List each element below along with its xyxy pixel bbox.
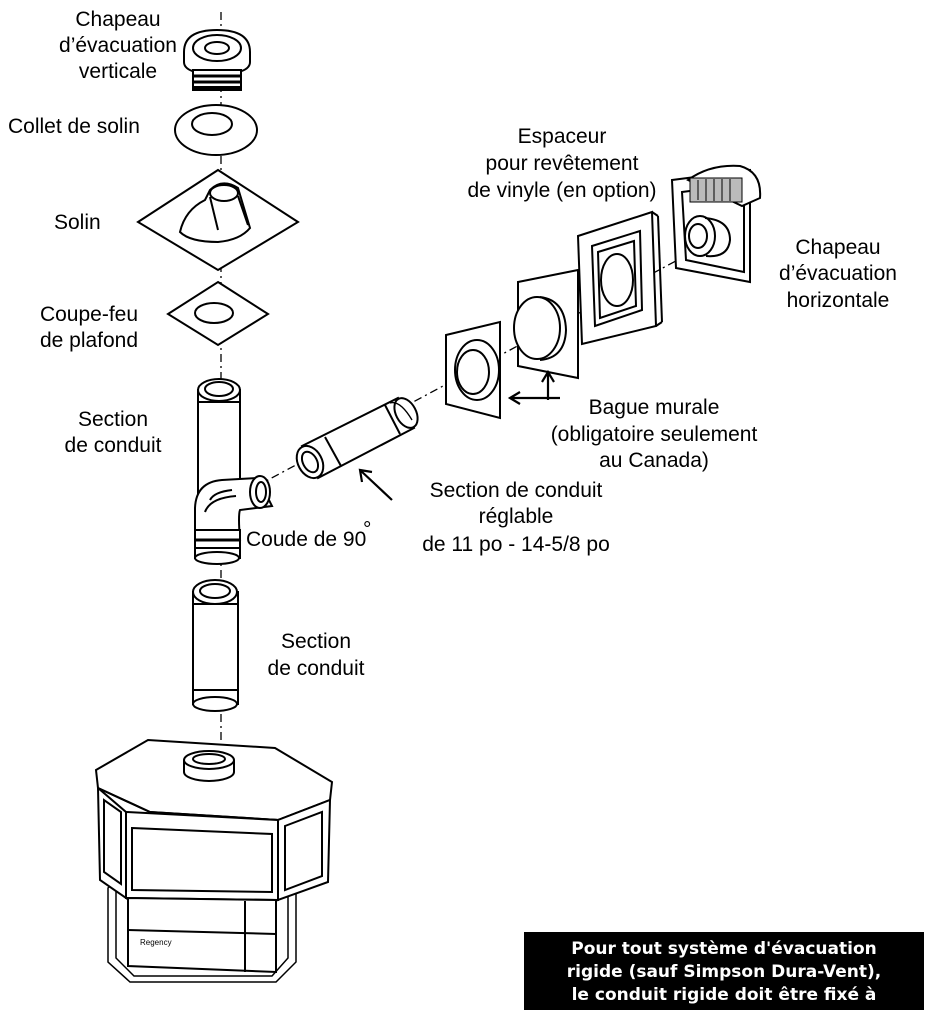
upper-section-label-2: de conduit — [65, 434, 162, 457]
thimble-label-3: au Canada) — [599, 449, 709, 472]
lower-pipe-part — [192, 579, 239, 712]
adjustable-label-3: de 11 po - 14-5/8 po — [422, 533, 610, 556]
upper-section-label-1: Section — [78, 408, 148, 431]
vertical-cap-label-2: d’évacuation — [59, 34, 177, 57]
flashing-label: Solin — [54, 211, 101, 234]
wall-thimble-part — [445, 268, 579, 420]
notice-box: Pour tout système d'évacuation rigide (s… — [524, 932, 924, 1010]
firestop-label-2: de plafond — [40, 329, 138, 352]
stove-part — [94, 738, 334, 983]
flashing-part — [136, 168, 300, 272]
thimble-label-1: Bague murale — [589, 396, 720, 419]
notice-line-1: Pour tout système d'évacuation — [571, 939, 877, 959]
adjustable-pipe-part — [295, 396, 419, 480]
labels: Chapeau d’évacuation verticale Collet de… — [8, 8, 897, 947]
vinyl-spacer-label-2: pour revêtement — [486, 152, 639, 175]
storm-collar-part — [174, 104, 258, 156]
vinyl-spacer-label-3: de vinyle (en option) — [467, 179, 656, 202]
vertical-cap-label-3: verticale — [79, 60, 157, 83]
notice-line-2: rigide (sauf Simpson Dura-Vent), — [566, 962, 882, 982]
notice-line-3: le conduit rigide doit être fixé à — [571, 985, 877, 1005]
horizontal-cap-label-2: d’évacuation — [779, 262, 897, 285]
thimble-label-2: (obligatoire seulement — [551, 423, 758, 446]
horizontal-cap-part — [670, 164, 762, 284]
vertical-cap-part — [183, 28, 251, 91]
elbow-degree: ° — [363, 518, 371, 541]
adjustable-pipe-arrow — [358, 468, 393, 501]
vinyl-spacer-label-1: Espaceur — [518, 125, 607, 148]
firestop-label-1: Coupe-feu — [40, 303, 138, 326]
elbow-label: Coude de 90 — [246, 528, 366, 551]
horizontal-cap-label-1: Chapeau — [795, 236, 880, 259]
lower-section-label-2: de conduit — [268, 657, 365, 680]
storm-collar-label: Collet de solin — [8, 115, 140, 138]
adjustable-label-2: réglable — [479, 505, 554, 528]
stove-logo: Regency — [140, 938, 172, 947]
lower-section-label-1: Section — [281, 630, 351, 653]
elbow-part — [194, 475, 274, 565]
vertical-cap-label-1: Chapeau — [75, 8, 160, 31]
ceiling-firestop-part — [166, 280, 270, 347]
horizontal-cap-label-3: horizontale — [787, 289, 890, 312]
thimble-arrows — [507, 369, 560, 405]
adjustable-label-1: Section de conduit — [430, 479, 603, 502]
vinyl-spacer-part — [576, 210, 663, 346]
